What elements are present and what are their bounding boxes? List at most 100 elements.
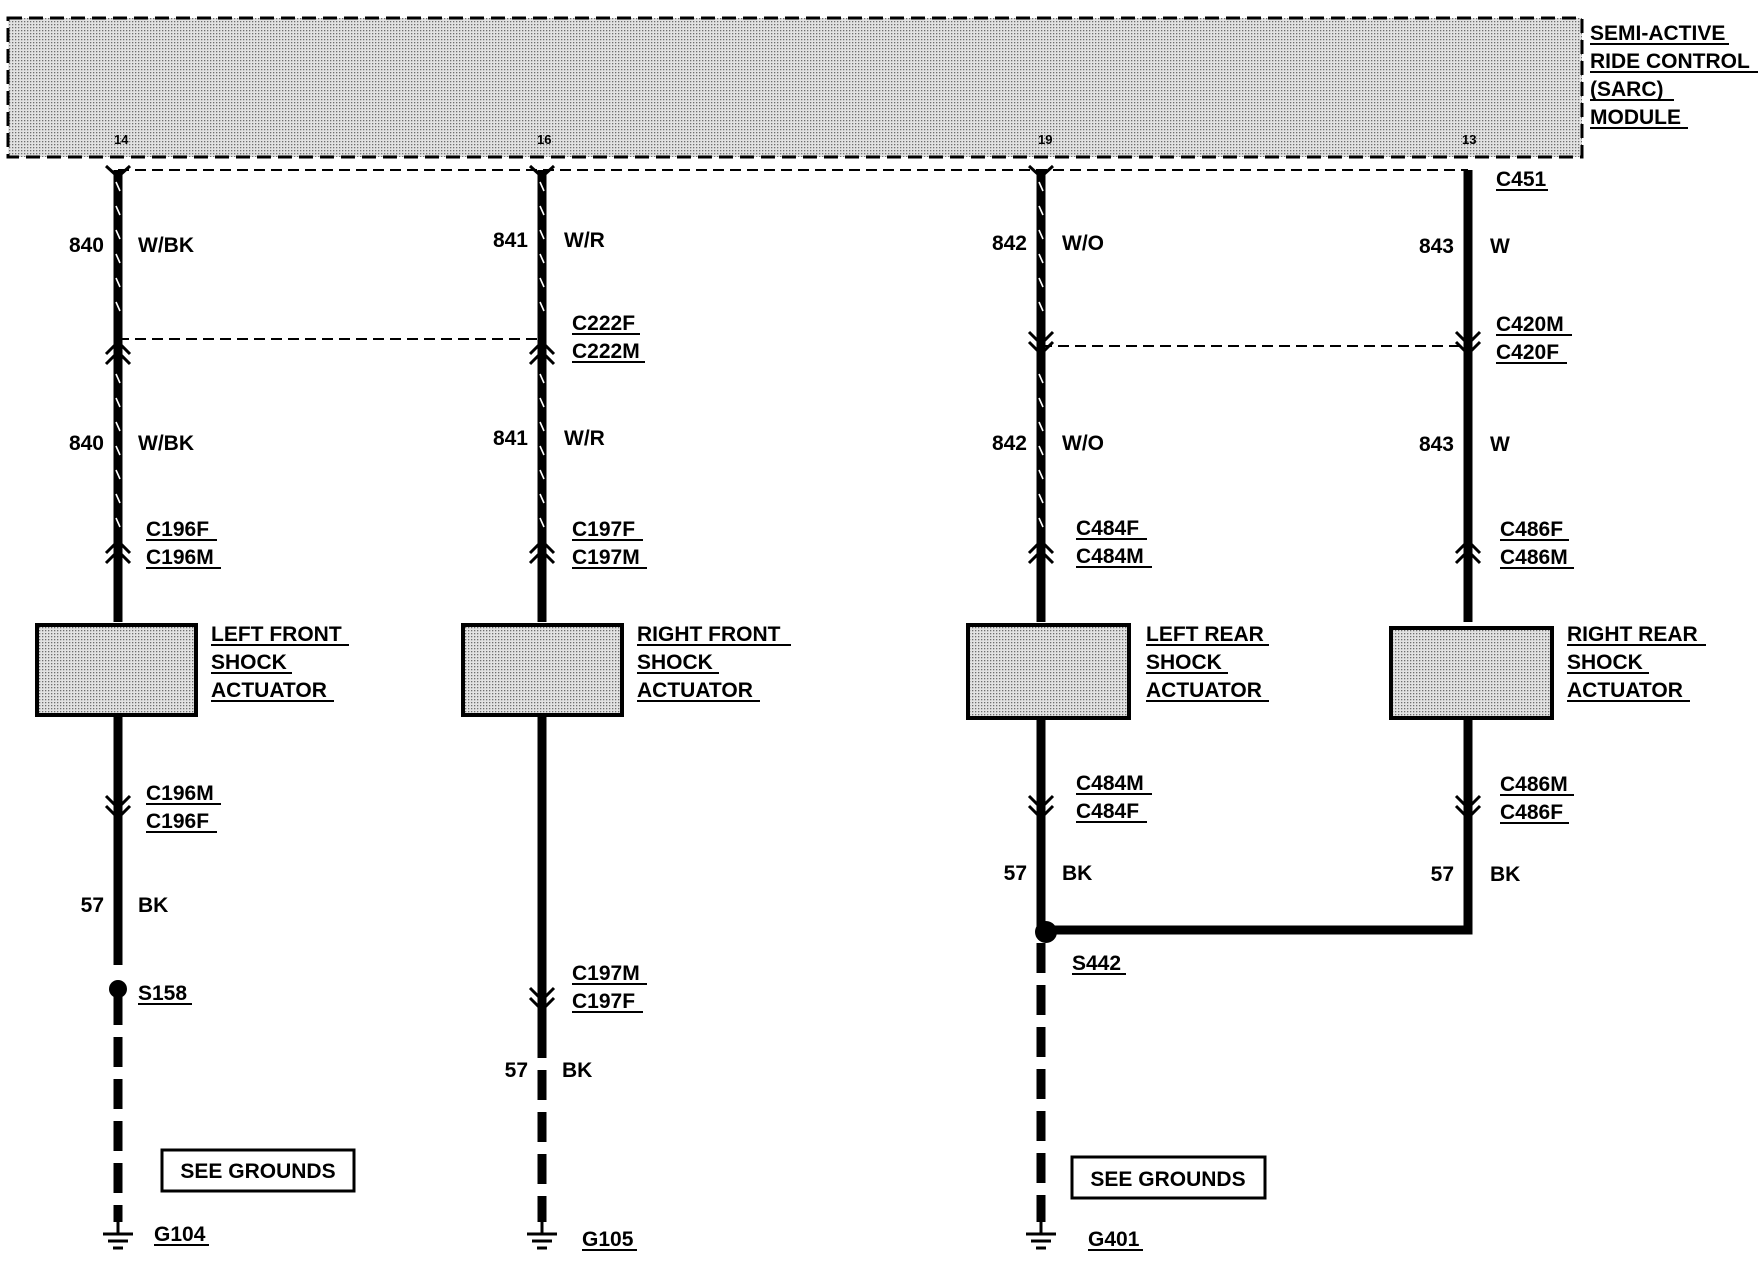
rf-ground-circuit-num: 57	[505, 1059, 528, 1082]
rr-ground-circuit-color: BK	[1490, 863, 1520, 886]
strand-tick	[115, 445, 121, 456]
left-front-shock-actuator: LEFT FRONT SHOCK ACTUATOR	[35, 623, 349, 717]
c197f-bottom-label: C197F	[572, 990, 635, 1013]
left-rear-actuator-line-3: ACTUATOR	[1146, 679, 1262, 702]
module-name-line-1: SEMI-ACTIVE	[1590, 22, 1725, 45]
right-front-actuator-line-3: ACTUATOR	[637, 679, 753, 702]
strand-tick	[539, 493, 545, 504]
circuit-842-lower-num: 842	[992, 432, 1027, 455]
right-front-actuator-line-1: RIGHT FRONT	[637, 623, 781, 646]
circuit-841-lower-color: W/R	[564, 427, 605, 450]
strand-tick	[1038, 181, 1044, 192]
strand-tick	[1038, 421, 1044, 432]
c486m-top-label: C486M	[1500, 546, 1568, 569]
c420f-label: C420F	[1496, 341, 1559, 364]
ground-g401-label: G401	[1088, 1228, 1140, 1251]
c197m-bottom-label: C197M	[572, 962, 640, 985]
lr-ground-circuit-color: BK	[1062, 862, 1092, 885]
ground-symbol-icon	[1026, 1222, 1056, 1250]
strand-tick	[115, 493, 121, 504]
right-rear-actuator-line-3: ACTUATOR	[1567, 679, 1683, 702]
wire-57-rr	[1041, 716, 1473, 935]
strand-tick	[1038, 277, 1044, 288]
left-rear-actuator-line-1: LEFT REAR	[1146, 623, 1264, 646]
see-grounds-box-left[interactable]: SEE GROUNDS	[160, 1148, 356, 1193]
sarc-module: SEMI-ACTIVE RIDE CONTROL (SARC) MODULE 1…	[6, 16, 1758, 159]
strand-tick	[539, 445, 545, 456]
splice-s442-label: S442	[1072, 952, 1121, 975]
c484m-bottom-label: C484M	[1076, 772, 1144, 795]
splice-s158-label: S158	[138, 982, 187, 1005]
strand-tick	[115, 517, 121, 528]
ground-g104: G104	[103, 1222, 209, 1250]
strand-tick	[1038, 253, 1044, 264]
strand-tick	[539, 517, 545, 528]
circuit-841-upper-color: W/R	[564, 229, 605, 252]
right-rear-shock-actuator: RIGHT REAR SHOCK ACTUATOR	[1389, 623, 1706, 720]
ground-symbol-icon	[103, 1222, 133, 1250]
circuit-840-upper-num: 840	[69, 234, 104, 257]
module-pin-13: 13	[1462, 132, 1476, 147]
ground-g104-label: G104	[154, 1223, 206, 1246]
lf-ground-circuit-num: 57	[81, 894, 104, 917]
strand-tick	[115, 301, 121, 312]
circuit-840-lower-num: 840	[69, 432, 104, 455]
c486m-bottom-label: C486M	[1500, 773, 1568, 796]
left-front-actuator-line-3: ACTUATOR	[211, 679, 327, 702]
strand-tick	[539, 229, 545, 240]
strand-tick	[115, 229, 121, 240]
left-front-actuator-line-1: LEFT FRONT	[211, 623, 342, 646]
left-rear-actuator-line-2: SHOCK	[1146, 651, 1222, 674]
rf-ground-circuit-color: BK	[562, 1059, 592, 1082]
strand-tick	[1038, 301, 1044, 312]
see-grounds-box-right[interactable]: SEE GROUNDS	[1070, 1155, 1267, 1200]
ground-g105: G105	[527, 1222, 637, 1251]
strand-tick	[539, 397, 545, 408]
circuit-842-upper-num: 842	[992, 232, 1027, 255]
strand-tick	[115, 373, 121, 384]
strand-tick	[115, 277, 121, 288]
circuit-843-upper-num: 843	[1419, 235, 1454, 258]
c451-label: C451	[1496, 168, 1547, 191]
module-name-line-3: (SARC)	[1590, 78, 1664, 101]
rr-ground-circuit-num: 57	[1431, 863, 1454, 886]
see-grounds-right-label: SEE GROUNDS	[1090, 1168, 1245, 1191]
strand-tick	[539, 469, 545, 480]
c197m-top-label: C197M	[572, 546, 640, 569]
c196m-top-label: C196M	[146, 546, 214, 569]
strand-tick	[539, 373, 545, 384]
strand-tick	[115, 469, 121, 480]
right-front-actuator-box	[461, 623, 624, 717]
strand-tick	[1038, 373, 1044, 384]
c196f-bottom-label: C196F	[146, 810, 209, 833]
sarc-module-box	[6, 16, 1584, 159]
right-rear-actuator-line-1: RIGHT REAR	[1567, 623, 1698, 646]
right-rear-actuator-line-2: SHOCK	[1567, 651, 1643, 674]
left-front-actuator-line-2: SHOCK	[211, 651, 287, 674]
circuit-843-lower-num: 843	[1419, 433, 1454, 456]
wire-strand-marks	[115, 181, 1044, 528]
strand-tick	[115, 205, 121, 216]
circuit-841-lower-num: 841	[493, 427, 528, 450]
c222f-label: C222F	[572, 312, 635, 335]
circuit-843-upper-color: W	[1490, 235, 1510, 258]
strand-tick	[1038, 205, 1044, 216]
c484f-bottom-label: C484F	[1076, 800, 1139, 823]
strand-tick	[1038, 229, 1044, 240]
strand-tick	[1038, 445, 1044, 456]
strand-tick	[539, 205, 545, 216]
strand-tick	[539, 253, 545, 264]
strand-tick	[1038, 397, 1044, 408]
strand-tick	[1038, 469, 1044, 480]
left-rear-actuator-box	[966, 623, 1131, 720]
right-rear-actuator-box	[1389, 626, 1554, 720]
splice-s158-dot	[109, 980, 127, 998]
strand-tick	[539, 421, 545, 432]
circuit-843-lower-color: W	[1490, 433, 1510, 456]
c420m-label: C420M	[1496, 313, 1564, 336]
c197f-top-label: C197F	[572, 518, 635, 541]
strand-tick	[539, 301, 545, 312]
strand-tick	[115, 421, 121, 432]
see-grounds-left-label: SEE GROUNDS	[180, 1160, 335, 1183]
